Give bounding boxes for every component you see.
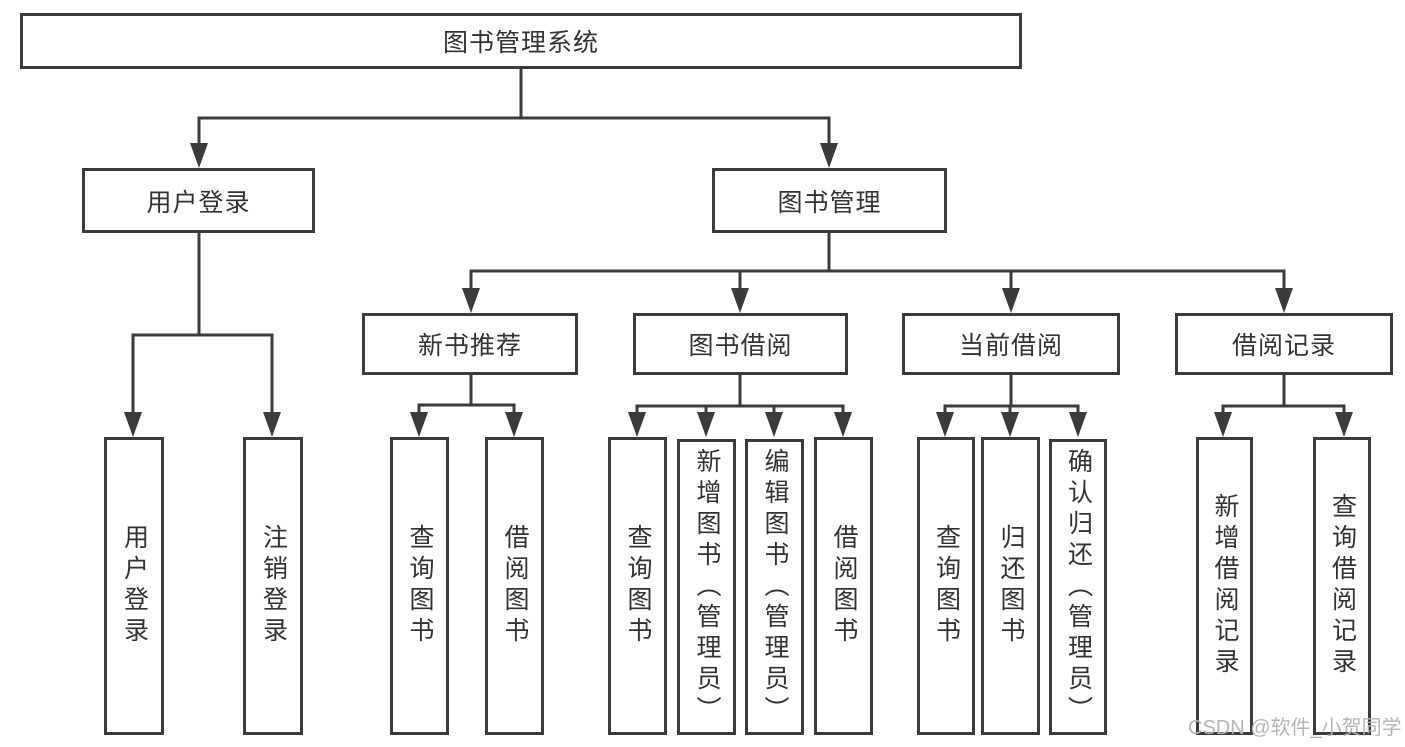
leaf-edit-book-admin: 编辑图书（管理员） [745, 439, 804, 735]
leaf-borrow-books-1: 借阅图书 [485, 437, 544, 735]
leaf-label: 新增图书（管理员） [693, 447, 721, 727]
leaf-label: 借阅图书 [501, 524, 529, 648]
leaf-label: 编辑图书（管理员） [761, 447, 789, 727]
leaf-query-books-3: 查询图书 [917, 437, 975, 735]
node-book-borrowing: 图书借阅 [633, 313, 848, 375]
leaf-add-borrow-record: 新增借阅记录 [1196, 437, 1253, 735]
leaf-query-books-2: 查询图书 [608, 437, 667, 735]
leaf-label: 确认归还（管理员） [1064, 447, 1093, 727]
leaf-confirm-return-admin: 确认归还（管理员） [1049, 439, 1107, 735]
leaf-label: 查询图书 [406, 524, 434, 648]
node-user-login: 用户登录 [82, 168, 315, 233]
leaf-query-books-1: 查询图书 [390, 437, 449, 735]
node-borrowing-records: 借阅记录 [1175, 313, 1393, 375]
leaf-label: 查询图书 [932, 524, 961, 648]
leaf-label: 查询借阅记录 [1328, 493, 1357, 679]
node-root-system: 图书管理系统 [20, 13, 1022, 69]
leaf-query-borrow-record: 查询借阅记录 [1313, 437, 1371, 735]
leaf-label: 新增借阅记录 [1211, 493, 1239, 679]
leaf-logout: 注销登录 [243, 437, 303, 735]
leaf-label: 查询图书 [624, 524, 652, 648]
leaf-label: 用户登录 [120, 524, 149, 648]
node-book-management: 图书管理 [712, 168, 947, 233]
leaf-return-book: 归还图书 [981, 437, 1040, 735]
leaf-borrow-books-2: 借阅图书 [814, 437, 873, 735]
leaf-user-login: 用户登录 [104, 437, 164, 735]
arrowheads [124, 143, 1353, 437]
csdn-watermark: CSDN @软件_小贺同学 [1188, 717, 1402, 739]
node-new-book-recommend: 新书推荐 [362, 313, 578, 375]
node-current-borrowing: 当前借阅 [902, 313, 1120, 375]
leaf-label: 借阅图书 [830, 524, 858, 648]
leaf-add-book-admin: 新增图书（管理员） [677, 439, 736, 735]
leaf-label: 归还图书 [997, 524, 1025, 648]
leaf-label: 注销登录 [259, 524, 288, 648]
